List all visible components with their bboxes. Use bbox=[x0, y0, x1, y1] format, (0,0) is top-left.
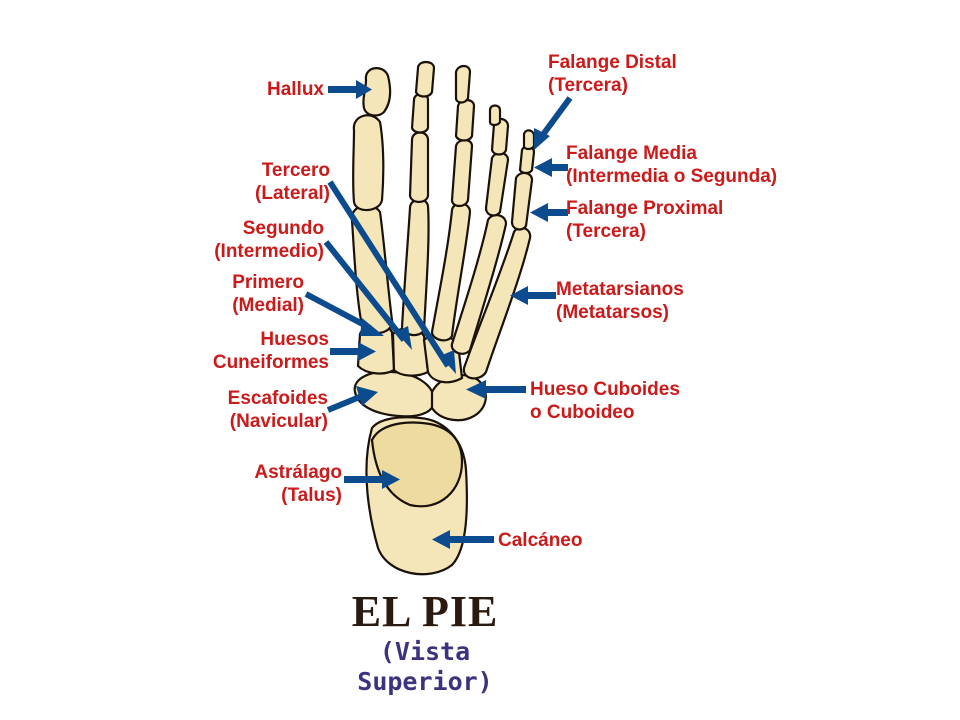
toe3-middle-phalanx bbox=[454, 98, 476, 142]
label-hallux: Hallux bbox=[266, 79, 324, 100]
arrow-falange-media bbox=[534, 158, 568, 177]
metatarsal-3 bbox=[430, 202, 472, 342]
label-falange-media: Falange Media(Intermedia o Segunda) bbox=[566, 143, 778, 187]
arrow-cuneiformes bbox=[330, 342, 376, 361]
diagram-title: EL PIE bbox=[351, 587, 499, 636]
toe2-middle-phalanx bbox=[410, 92, 430, 134]
arrow-cuboides bbox=[466, 380, 526, 399]
arrow-segundo bbox=[323, 240, 412, 350]
toe3-distal-phalanx bbox=[454, 64, 472, 104]
hallux-distal-phalanx bbox=[362, 67, 392, 117]
toe5-middle-phalanx bbox=[518, 145, 536, 175]
toe2-proximal-phalanx bbox=[408, 131, 430, 204]
arrow-hallux bbox=[328, 80, 372, 99]
label-falange-proximal: Falange Proximal(Tercera) bbox=[566, 198, 724, 242]
label-calcaneo: Calcáneo bbox=[498, 530, 583, 551]
label-metatarsianos: Metatarsianos(Metatarsos) bbox=[556, 279, 684, 323]
label-tercero-lateral: Tercero(Lateral) bbox=[255, 160, 330, 204]
label-segundo-intermedio: Segundo(Intermedio) bbox=[214, 218, 324, 262]
toe4-distal-phalanx bbox=[488, 104, 502, 127]
metatarsal-5 bbox=[462, 226, 532, 380]
toe5-distal-phalanx bbox=[522, 129, 536, 151]
label-escafoides-navicular: Escafoides(Navicular) bbox=[227, 388, 328, 432]
arrow-falange-distal bbox=[534, 96, 573, 150]
hallux-proximal-phalanx bbox=[352, 114, 385, 212]
arrow-calcaneo bbox=[432, 530, 494, 549]
label-falange-distal: Falange Distal(Tercera) bbox=[548, 52, 677, 96]
toe4-proximal-phalanx bbox=[484, 151, 510, 217]
arrow-tercero bbox=[327, 180, 456, 374]
arrow-escafoides bbox=[326, 386, 378, 413]
label-primero-medial: Primero(Medial) bbox=[232, 272, 304, 316]
label-astragalo-talus: Astrálago(Talus) bbox=[254, 462, 342, 506]
toe3-proximal-phalanx bbox=[450, 138, 474, 208]
talus-bone bbox=[370, 421, 464, 508]
toe2-distal-phalanx bbox=[414, 60, 436, 98]
arrow-astragalo bbox=[344, 470, 400, 489]
diagram-subtitle: (Vista Superior) bbox=[357, 637, 493, 696]
arrow-primero bbox=[304, 291, 384, 336]
arrow-falange-proximal bbox=[530, 203, 568, 222]
arrow-metatarsianos bbox=[510, 286, 556, 305]
toe5-proximal-phalanx bbox=[510, 171, 534, 231]
